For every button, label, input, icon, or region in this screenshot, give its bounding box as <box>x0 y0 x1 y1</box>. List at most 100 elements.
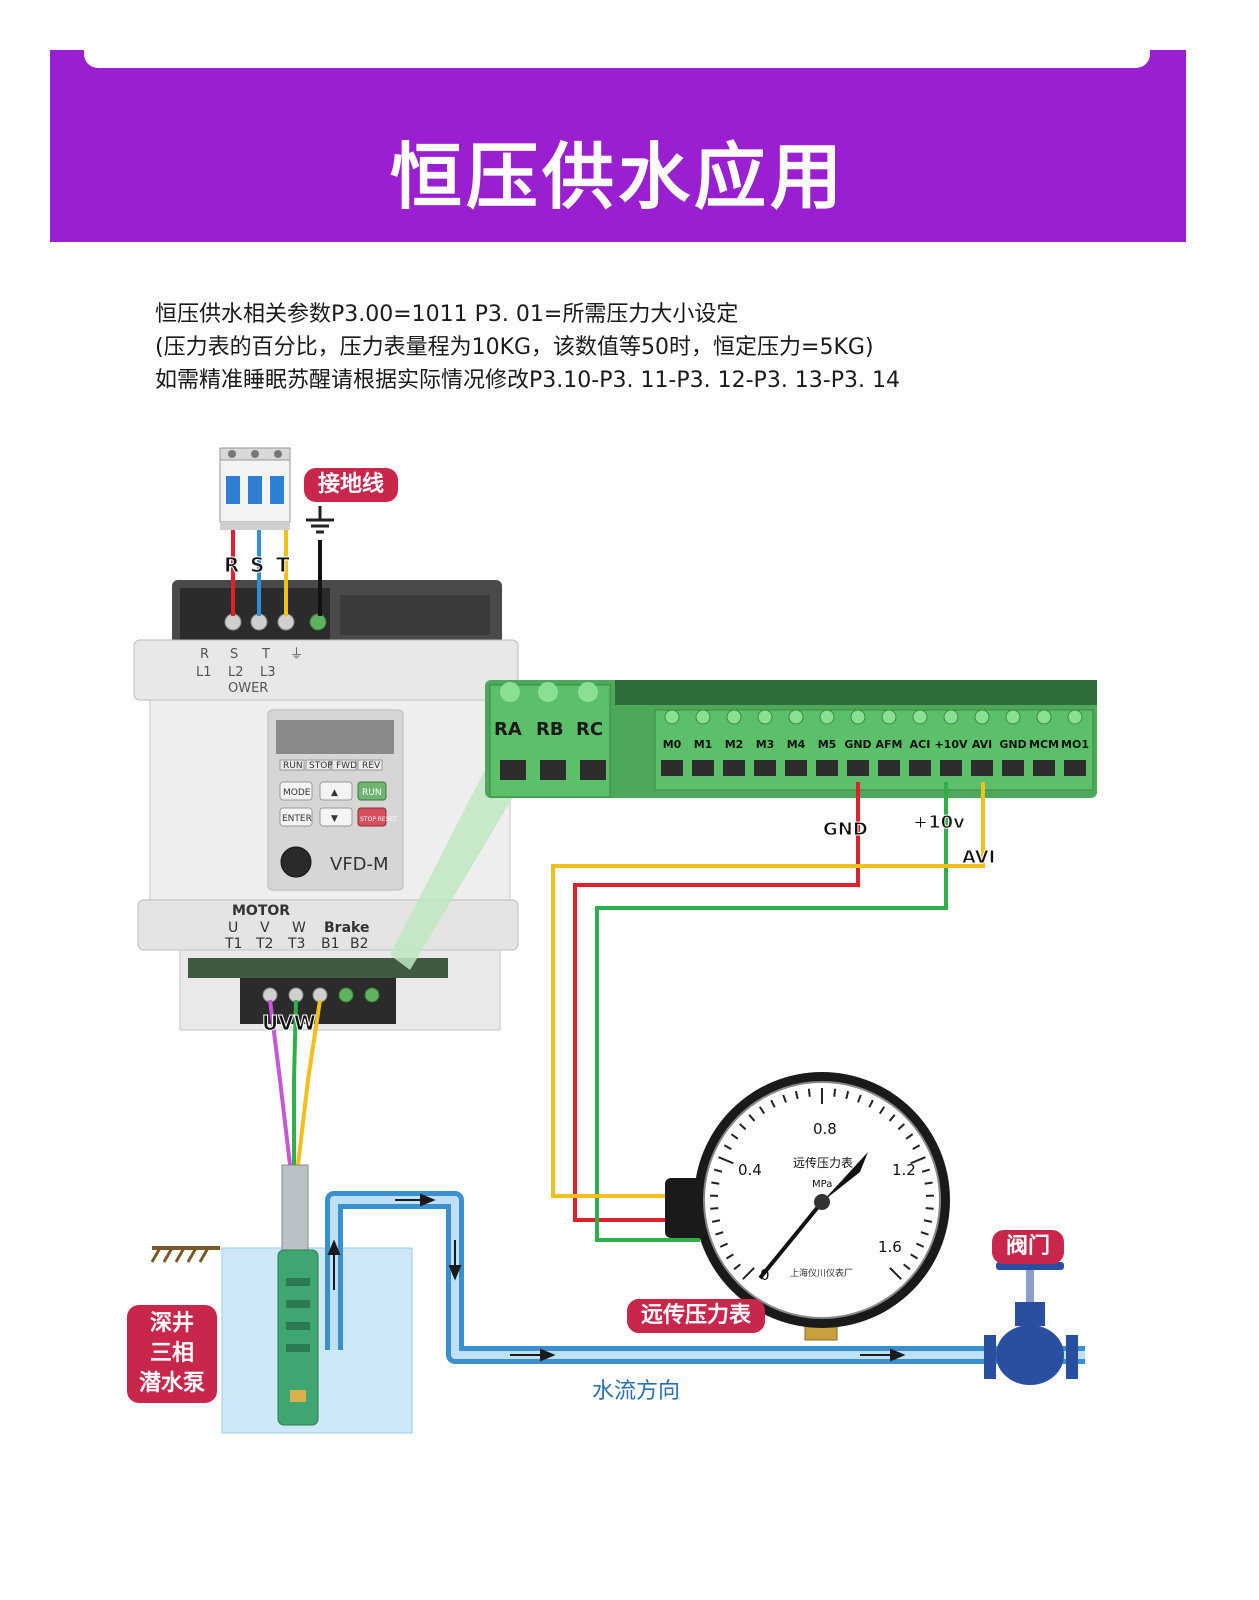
svg-text:Brake: Brake <box>324 920 369 936</box>
terminal-label: GND <box>844 738 871 751</box>
rst-labels: R S T <box>224 553 291 578</box>
terminal-label: AFM <box>876 738 903 751</box>
gauge-tick <box>920 1231 929 1236</box>
gauge-tick <box>739 1123 747 1131</box>
svg-text:0.8: 0.8 <box>813 1120 837 1138</box>
gauge-unit: MPa <box>812 1179 832 1190</box>
terminal-socket <box>816 760 838 776</box>
gauge-tick <box>794 1090 799 1100</box>
output-terminals <box>262 987 380 1003</box>
svg-text:▲: ▲ <box>331 788 338 798</box>
gauge-tick <box>719 1242 728 1248</box>
terminal-socket <box>909 760 931 776</box>
flow-direction-label: 水流方向 <box>592 1379 680 1404</box>
svg-text:MODE: MODE <box>283 788 311 798</box>
terminal-screw <box>819 709 835 725</box>
terminal-screw <box>1036 709 1052 725</box>
svg-text:L2: L2 <box>228 665 244 680</box>
gauge-tick <box>710 1207 719 1210</box>
terminal-screw <box>974 709 990 725</box>
terminal-label: GND <box>999 738 1026 751</box>
flow-arrows <box>327 1193 906 1362</box>
gauge-tick <box>912 1144 921 1151</box>
svg-text:AVI: AVI <box>962 847 995 868</box>
svg-text:B1: B1 <box>321 936 340 952</box>
gauge-tick <box>713 1168 723 1173</box>
gauge-tick <box>925 1207 934 1210</box>
svg-text:RUN: RUN <box>362 788 382 798</box>
svg-text:GND: GND <box>823 819 868 840</box>
terminal-socket <box>1002 760 1024 776</box>
gauge-tick <box>897 1123 905 1131</box>
relay-terminal-labels: RA RB RC <box>494 719 603 740</box>
svg-text:V: V <box>260 920 270 936</box>
terminal-screw <box>726 709 742 725</box>
banner-notch <box>84 50 1150 68</box>
svg-text:1.6: 1.6 <box>878 1238 902 1256</box>
gauge-tag: 远传压力表 <box>627 1299 766 1333</box>
gauge-tick <box>924 1181 933 1185</box>
gauge-tick <box>770 1099 776 1108</box>
svg-text:B2: B2 <box>350 936 369 952</box>
gauge-scale-labels: 0 0.4 0.8 1.2 1.6 <box>738 1120 916 1284</box>
valve <box>984 1262 1078 1385</box>
motor-labels: MOTOR U V W T1 T2 T3 Brake B1 B2 <box>224 903 369 952</box>
terminal-screw <box>1005 709 1021 725</box>
title-banner <box>50 50 1186 242</box>
gauge-tick <box>711 1181 720 1185</box>
svg-text:▼: ▼ <box>331 814 338 824</box>
terminal-screw <box>881 709 897 725</box>
terminal-screw <box>757 709 773 725</box>
terminal-socket <box>692 760 714 776</box>
gauge-tick <box>782 1094 787 1103</box>
vfd-body <box>133 580 519 1031</box>
terminal-screw <box>912 709 928 725</box>
svg-text:+10v: +10v <box>913 812 965 833</box>
svg-text:RC: RC <box>576 719 603 740</box>
terminal-label: M5 <box>818 738 837 751</box>
terminal-socket <box>847 760 869 776</box>
svg-text:L1: L1 <box>196 665 212 680</box>
gauge-tick <box>725 1253 734 1260</box>
gauge-tick <box>905 1133 914 1140</box>
svg-text:T: T <box>276 553 290 577</box>
terminal-label: M0 <box>663 738 682 751</box>
description-line-1: 恒压供水相关参数P3.00=1011 P3. 01=所需压力大小设定 <box>155 302 739 327</box>
svg-text:1.2: 1.2 <box>892 1161 916 1179</box>
power-terminal-labels: R S T ⏚ L1 L2 L3 OWER <box>196 647 303 696</box>
svg-text:RB: RB <box>536 719 564 740</box>
svg-text:ENTER: ENTER <box>282 814 312 824</box>
pump-tag-line-3: 潜水泵 <box>138 1371 205 1396</box>
description: 恒压供水相关参数P3.00=1011 P3. 01=所需压力大小设定 (压力表的… <box>155 298 1115 397</box>
svg-text:FWD: FWD <box>336 761 357 771</box>
terminal-screw <box>1067 709 1083 725</box>
svg-text:⏚: ⏚ <box>290 647 303 662</box>
gauge-maker: 上海仪川仪表厂 <box>790 1267 853 1279</box>
uvw-label: UVW <box>262 1011 316 1035</box>
gauge-tick <box>718 1156 734 1165</box>
terminal-screw <box>850 709 866 725</box>
svg-text:L3: L3 <box>260 665 276 680</box>
ground-wire-tag: 接地线 <box>304 468 399 502</box>
terminal-label: MCM <box>1029 738 1059 751</box>
gauge-tick <box>903 1263 911 1271</box>
zoom-callout <box>390 760 520 970</box>
svg-text:R: R <box>200 647 209 662</box>
terminal-socket <box>971 760 993 776</box>
pump-tag-line-1: 深井 <box>149 1311 194 1336</box>
page-title: 恒压供水应用 <box>389 135 846 219</box>
pump-tag: 深井 三相 潜水泵 <box>127 1305 217 1403</box>
gauge-tick <box>723 1144 732 1151</box>
gauge-tick <box>730 1133 739 1140</box>
svg-text:0: 0 <box>760 1266 770 1284</box>
terminal-socket <box>723 760 745 776</box>
description-line-3: 如需精准睡眠苏醒请根据实际情况修改P3.10-P3. 11-P3. 12-P3.… <box>155 368 900 393</box>
gauge-tick <box>923 1219 933 1223</box>
terminal-screw <box>943 709 959 725</box>
gauge-tick <box>742 1267 755 1280</box>
svg-text:REV: REV <box>362 761 381 771</box>
gauge-tick <box>888 1114 896 1122</box>
gauge-tick <box>921 1168 931 1173</box>
vfd-keypad: RUN STOP FWD REV MODE ▲ RUN ENTER ▼ STOP… <box>279 759 397 827</box>
